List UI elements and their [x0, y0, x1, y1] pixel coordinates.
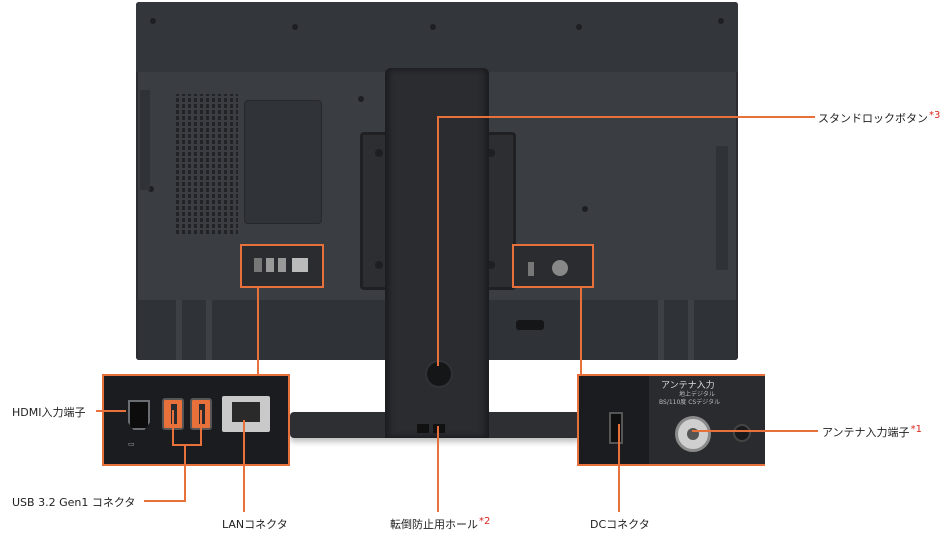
leader-hdmi: [96, 410, 126, 412]
anti-tip-hole: [417, 424, 429, 433]
leader-usb-b: [200, 410, 202, 446]
antenna-panel: アンテナ入力 地上デジタル BS/110度 CSデジタル: [649, 376, 765, 464]
lower-rib: [176, 300, 182, 360]
lan-port[interactable]: [222, 396, 270, 432]
label-stand-lock: スタンドロックボタン*3: [818, 110, 940, 126]
antenna-panel-line1: 地上デジタル: [679, 391, 715, 398]
leader-stand-lock-v: [437, 116, 439, 366]
screw: [718, 18, 724, 24]
leader-usb-c: [172, 444, 202, 446]
screw: [292, 24, 298, 30]
lan-port-small: [292, 258, 308, 272]
memory-cover: [244, 100, 322, 224]
note-marker: *3: [929, 110, 941, 121]
stand-lock-button[interactable]: [425, 360, 453, 388]
zoom-right-panel: アンテナ入力 地上デジタル BS/110度 CSデジタル: [577, 374, 765, 466]
lower-rib: [658, 300, 664, 360]
usb-port-small: [278, 258, 286, 272]
screw: [430, 24, 436, 30]
note-marker: *2: [479, 516, 491, 527]
lower-rib: [688, 300, 694, 360]
label-antenna: アンテナ入力端子*1: [822, 424, 922, 440]
leader-usb-d: [184, 444, 186, 502]
port-group-left-highlight: [240, 244, 324, 288]
leader-left-zoom: [257, 288, 259, 374]
antenna-port[interactable]: [675, 416, 711, 452]
label-anti-tip-text: 転倒防止用ホール: [390, 518, 478, 531]
label-hdmi: HDMI入力端子: [12, 406, 86, 419]
dc-port[interactable]: [609, 412, 623, 444]
monitor-top-panel: [136, 2, 738, 72]
antenna-panel-line2: BS/110度 CSデジタル: [659, 399, 721, 406]
label-stand-lock-text: スタンドロックボタン: [818, 112, 928, 125]
screw: [487, 261, 495, 269]
screw: [358, 96, 364, 102]
screw: [150, 18, 156, 24]
hdmi-port[interactable]: [128, 400, 150, 430]
screw: [375, 149, 383, 157]
label-lan: LANコネクタ: [222, 518, 288, 531]
screw: [375, 261, 383, 269]
label-antenna-text: アンテナ入力端子: [822, 426, 910, 439]
hdmi-port-small: [254, 258, 262, 272]
anti-tip-holes: [417, 418, 457, 433]
leader-right-zoom: [580, 288, 582, 374]
antenna-screw: [733, 424, 751, 442]
side-slot: [140, 90, 150, 190]
leader-usb-a: [172, 410, 174, 446]
lower-rib: [206, 300, 212, 360]
leader-usb-e: [144, 500, 186, 502]
label-dc: DCコネクタ: [590, 518, 650, 531]
leader-stand-lock: [437, 116, 815, 118]
screw: [487, 149, 495, 157]
screw: [582, 206, 588, 212]
anti-tip-hole: [433, 424, 445, 433]
screw: [576, 24, 582, 30]
label-anti-tip: 転倒防止用ホール*2: [390, 516, 490, 532]
leader-antenna: [692, 430, 818, 432]
dc-port-small: [528, 262, 534, 276]
handle-slot: [516, 320, 544, 330]
screw: [148, 186, 154, 192]
note-marker: *1: [910, 424, 922, 435]
side-slot: [716, 146, 728, 270]
usb-port-small: [266, 258, 274, 272]
leader-dc: [618, 424, 620, 512]
vent-grille-overlay: [176, 94, 238, 234]
hdmi-port-marking: ▭: [128, 440, 135, 448]
antenna-panel-title: アンテナ入力: [661, 381, 715, 391]
leader-lan: [243, 420, 245, 512]
leader-anti-tip: [437, 426, 439, 512]
antenna-port-small: [552, 260, 568, 276]
port-group-right-highlight: [512, 244, 594, 288]
zoom-left-panel: ▭: [102, 374, 290, 466]
label-usb: USB 3.2 Gen1 コネクタ: [12, 496, 136, 509]
